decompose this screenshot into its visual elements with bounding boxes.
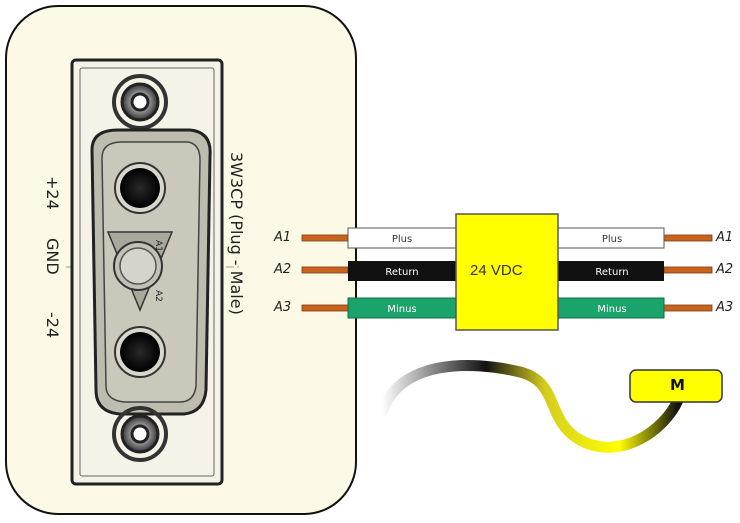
svg-text:A2: A2 [153, 290, 163, 302]
connector-name-label: 3W3CP (Plug - Male) [227, 152, 246, 315]
wire-plus-left-label: Plus [392, 234, 412, 245]
pin-a2-icon: A1 A2 [106, 231, 174, 312]
left-pin-label-a3: A3 [274, 300, 292, 315]
wire-minus-right-label: Minus [597, 304, 626, 315]
motor-label: M [670, 376, 685, 394]
wire-return-left [348, 261, 456, 281]
right-pin-stubs [663, 234, 713, 312]
motor-box [629, 369, 723, 403]
pin-function-gnd: GND [43, 238, 62, 275]
pin-a3-icon [114, 326, 166, 378]
wire-return-left-label: Return [385, 267, 418, 278]
wire-return-right-label: Return [595, 267, 628, 278]
left-pin-label-a1: A1 [274, 230, 292, 245]
right-pin-label-a3: A3 [716, 300, 734, 315]
pin-function-minus24: -24 [43, 312, 62, 339]
svg-text:A1: A1 [153, 240, 163, 252]
wire-plus-right-label: Plus [602, 234, 622, 245]
right-pin-label-a2: A2 [716, 262, 734, 277]
supply-label: 24 VDC [470, 262, 523, 279]
right-pin-label-a1: A1 [716, 230, 734, 245]
left-pin-label-a2: A2 [274, 262, 292, 277]
wire-return-right [558, 261, 664, 281]
bottom-screw-icon [112, 406, 168, 462]
pin-function-plus24: +24 [43, 176, 62, 210]
motor-cable [376, 360, 684, 453]
pin-a1-icon [114, 162, 166, 214]
supply-box [455, 213, 559, 331]
wire-minus-left-label: Minus [387, 304, 416, 315]
top-screw-icon [112, 74, 168, 130]
